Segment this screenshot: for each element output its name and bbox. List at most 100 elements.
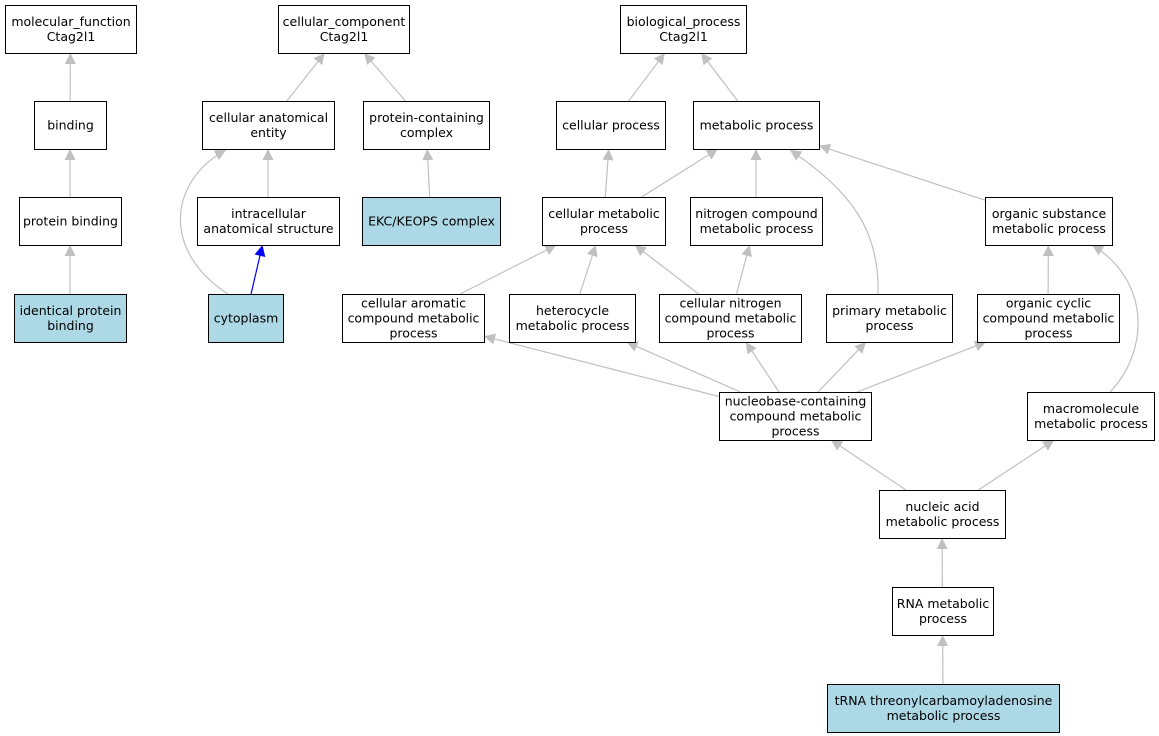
node-label-line: metabolic process (516, 318, 630, 333)
edge-intracellular_anatomical_structure-to-cellular_anatomical_entity (262, 149, 274, 197)
node-label-line: metabolic process (887, 708, 1001, 723)
edge-line (250, 254, 261, 295)
edge-nucleobase_containing_compound_metabolic_process-to-heterocycle_metabolic_process (626, 341, 741, 393)
edge-organic_cyclic_compound_metabolic_process-to-organic_substance_metabolic_process (1042, 245, 1054, 295)
node-label-line: process (706, 326, 754, 341)
node-label-line: Ctag2l1 (47, 29, 96, 44)
node-label-line: identical protein (20, 303, 122, 318)
node-label-line: cellular nitrogen (679, 296, 781, 311)
edge-cellular_nitrogen_compound_metabolic_process-to-cellular_metabolic_process (634, 245, 700, 295)
edge-arrowhead (64, 245, 76, 256)
node-binding[interactable]: binding (34, 101, 107, 150)
edge-cytoplasm-to-intracellular_anatomical_structure (250, 245, 266, 295)
node-label-line: nucleobase-containing (725, 394, 867, 409)
node-box (14, 294, 127, 343)
node-box (362, 197, 501, 246)
edge-line (789, 149, 879, 295)
node-label-line: metabolic process (886, 514, 1000, 529)
edge-metabolic_process-to-bp_root (701, 53, 739, 102)
edge-line (817, 348, 860, 393)
node-label-line: biological_process (627, 14, 741, 29)
edge-heterocycle_metabolic_process-to-cellular_metabolic_process (579, 245, 598, 295)
edge-arrowhead (602, 149, 614, 161)
node-label-line: compound metabolic (348, 311, 480, 326)
node-label-line: process (1024, 326, 1072, 341)
edge-arrowhead (936, 538, 948, 550)
edge-nucleic_acid_metabolic_process-to-nucleobase_containing_compound_metabolic_process (831, 440, 907, 491)
node-trna-threonylcarbamoyladenosine-metabolic-process[interactable]: tRNA threonylcarbamoyladenosinemetabolic… (827, 684, 1060, 733)
node-label-line: Ctag2l1 (659, 29, 708, 44)
edge-nucleobase_containing_compound_metabolic_process-to-primary_metabolic_process (817, 342, 866, 393)
edge-arrowhead (262, 149, 274, 160)
node-label-line: metabolic process (700, 221, 814, 236)
node-protein-binding[interactable]: protein binding (19, 197, 122, 246)
node-label-line: process (919, 611, 967, 626)
node-label-line: organic substance (992, 206, 1107, 221)
edge-rna_metabolic_process-to-nucleic_acid_metabolic_process (936, 538, 948, 588)
edge-arrowhead (937, 635, 949, 647)
edge-arrowhead (653, 53, 665, 66)
node-label-line: process (389, 326, 437, 341)
node-box (693, 101, 820, 150)
node-ekc-keops-complex[interactable]: EKC/KEOPS complex (362, 197, 501, 246)
node-box (202, 101, 335, 150)
edge-line (641, 153, 710, 198)
node-box (509, 294, 636, 343)
node-box (197, 197, 340, 246)
edge-primary_metabolic_process-to-metabolic_process (789, 149, 879, 295)
node-metabolic-process[interactable]: metabolic process (693, 101, 820, 150)
node-box (34, 101, 107, 150)
node-box (542, 197, 666, 246)
node-box (977, 294, 1120, 343)
node-label-line: process (865, 318, 913, 333)
node-label-line: nitrogen compound (695, 206, 817, 221)
edge-arrowhead (1092, 245, 1105, 256)
edge-nucleobase_containing_compound_metabolic_process-to-organic_cyclic_compound_metabolic_process (856, 340, 987, 393)
node-label-line: intracellular (231, 206, 307, 221)
edge-arrowhead (854, 342, 866, 354)
node-label-line: binding (47, 318, 94, 333)
node-label-line: tRNA threonylcarbamoyladenosine (835, 693, 1053, 708)
node-box (659, 294, 802, 343)
edge-arrowhead (64, 53, 76, 65)
node-label-line: metabolic process (1034, 416, 1148, 431)
edge-organic_substance_metabolic_process-to-metabolic_process (819, 143, 986, 201)
edge-line (635, 345, 741, 393)
edge-identical_protein_binding-to-protein_binding (64, 245, 76, 294)
edge-line (978, 445, 1047, 491)
node-label-line: compound metabolic (730, 409, 862, 424)
node-label-line: primary metabolic (832, 303, 947, 318)
node-label-line: heterocycle (536, 303, 609, 318)
node-box (827, 684, 1060, 733)
edge-nitrogen_compound_metabolic_process-to-metabolic_process (750, 149, 762, 197)
node-label-line: Ctag2l1 (320, 29, 369, 44)
node-box (719, 392, 872, 441)
edge-arrowhead (831, 440, 844, 451)
node-box (363, 101, 490, 150)
node-label-line: metabolic process (700, 118, 814, 133)
node-label-line: cellular anatomical (209, 110, 328, 125)
node-label-line: metabolic process (992, 221, 1106, 236)
node-cellular-process[interactable]: cellular process (556, 101, 666, 150)
node-cytoplasm[interactable]: cytoplasm (208, 294, 284, 343)
